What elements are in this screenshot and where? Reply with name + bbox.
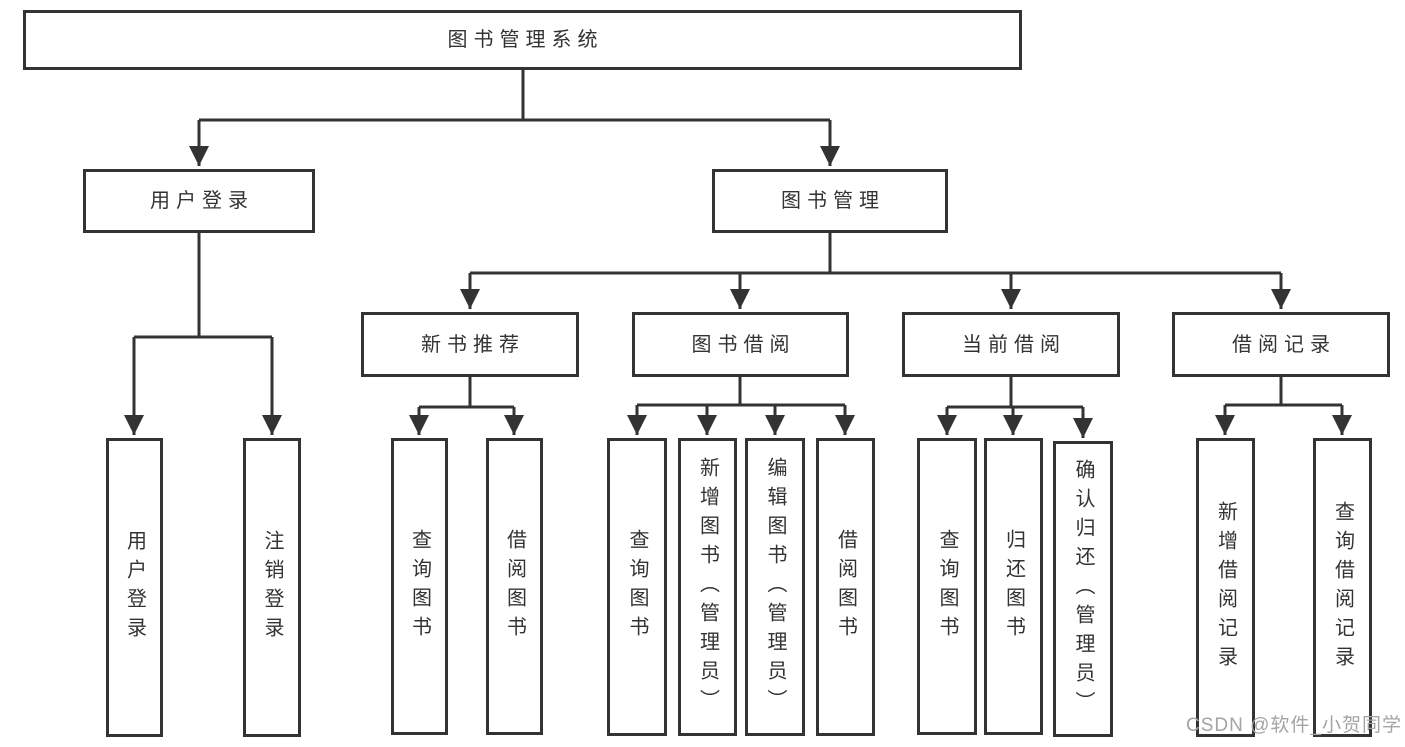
node-edit-books-admin: 编辑图书（管理员） (745, 438, 805, 736)
node-label: 查询借阅记录 (1331, 500, 1354, 675)
node-label: 新书推荐 (421, 333, 525, 356)
node-label: 图书管理 (781, 190, 885, 212)
node-query-books-2: 查询图书 (607, 438, 667, 736)
connector-current-borrow-children (937, 377, 1093, 438)
node-library-management-system: 图书管理系统 (23, 10, 1022, 70)
node-label: 图书借阅 (691, 333, 796, 356)
node-label: 确认归还（管理员） (1072, 458, 1094, 720)
node-label: 借阅图书 (503, 528, 526, 645)
connector-book-mgmt-children (460, 232, 1291, 309)
node-label: 编辑图书（管理员） (764, 456, 786, 718)
node-query-books-3: 查询图书 (917, 438, 977, 735)
node-new-book-recommendation: 新书推荐 (361, 312, 579, 377)
node-label: 用户登录 (150, 190, 254, 212)
csdn-watermark: CSDN @软件_小贺同学 (1186, 715, 1402, 736)
node-current-borrowing: 当前借阅 (902, 312, 1120, 377)
node-label: 用户登录 (123, 529, 146, 646)
node-book-borrowing: 图书借阅 (632, 312, 849, 377)
node-label: 查询图书 (936, 528, 958, 645)
node-label: 图书管理系统 (447, 29, 604, 51)
node-borrow-books-1: 借阅图书 (486, 438, 543, 735)
node-label: 查询图书 (408, 528, 431, 645)
node-confirm-return-admin: 确认归还（管理员） (1053, 441, 1113, 737)
node-label: 借阅记录 (1232, 333, 1336, 356)
node-return-books: 归还图书 (984, 438, 1043, 735)
node-add-books-admin: 新增图书（管理员） (678, 438, 737, 736)
node-borrow-books-2: 借阅图书 (816, 438, 875, 736)
node-user-login-action: 用户登录 (106, 438, 163, 737)
connector-book-borrow-children (627, 377, 855, 435)
node-borrowing-records: 借阅记录 (1172, 312, 1390, 377)
connector-root-to-level1 (189, 70, 840, 166)
node-query-borrowing-record: 查询借阅记录 (1313, 438, 1372, 737)
connector-borrow-records-children (1215, 377, 1352, 435)
node-label: 新增借阅记录 (1214, 500, 1237, 675)
node-label: 注销登录 (261, 529, 283, 646)
node-label: 当前借阅 (962, 333, 1066, 356)
node-user-login: 用户登录 (83, 169, 315, 233)
node-add-borrowing-record: 新增借阅记录 (1196, 438, 1255, 737)
connector-user-login-children (124, 232, 282, 435)
node-label: 归还图书 (1002, 528, 1025, 645)
node-logout-action: 注销登录 (243, 438, 301, 737)
node-label: 查询图书 (626, 529, 648, 645)
node-label: 借阅图书 (834, 529, 857, 645)
connector-new-book-children (409, 377, 524, 435)
node-query-books-1: 查询图书 (391, 438, 448, 735)
node-label: 新增图书（管理员） (696, 456, 719, 718)
node-book-management: 图书管理 (712, 169, 948, 233)
